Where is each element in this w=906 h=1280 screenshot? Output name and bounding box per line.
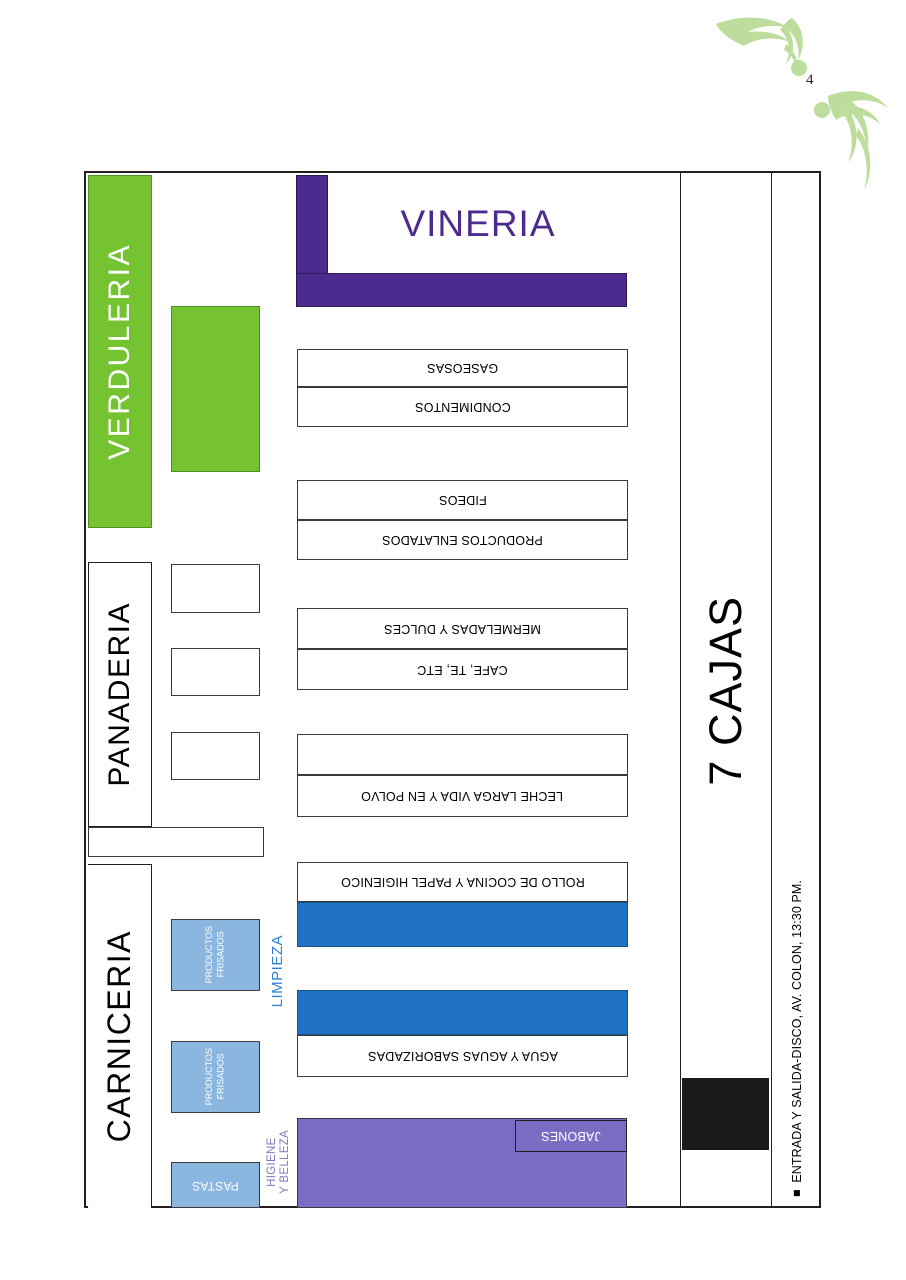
shelf-condimentos-label: CONDIMENTOS	[414, 400, 511, 414]
shelf-productos-enlatados[interactable]: PRODUCTOS ENLATADOS	[297, 520, 628, 560]
shelf-cafe-te[interactable]: CAFE, TE, ETC	[297, 649, 628, 690]
panaderia-box-1	[171, 564, 260, 613]
zone-vineria-label: VINERIA	[400, 203, 556, 244]
limpieza-bar-top	[297, 902, 628, 947]
caption-entrada-salida-label: ■ ENTRADA Y SALIDA-DISCO, AV. COLON, 13:…	[789, 879, 804, 1200]
divider-bar-panaderia-carniceria	[88, 827, 264, 857]
entrance-marker-block	[682, 1078, 769, 1150]
limpieza-bar-bottom	[297, 990, 628, 1035]
shelf-empty[interactable]	[297, 734, 628, 775]
zone-panaderia-label: PANADERIA	[103, 602, 136, 787]
zone-cajas-label: 7 CAJAS	[699, 595, 751, 786]
shelf-jabones-label: JABONES	[541, 1129, 601, 1143]
panaderia-box-2	[171, 648, 260, 696]
vineria-shelf-horizontal	[296, 273, 627, 307]
shelf-gaseosas[interactable]: GASEOSAS	[297, 349, 628, 387]
shelf-mermeladas[interactable]: MERMELADAS Y DULCES	[297, 608, 628, 649]
shelf-mermeladas-label: MERMELADAS Y DULCES	[384, 621, 541, 636]
caption-entrada-salida: ■ ENTRADA Y SALIDA-DISCO, AV. COLON, 13:…	[772, 175, 821, 1206]
zone-carniceria[interactable]: CARNICERIA	[88, 864, 152, 1208]
store-floor-plan: VERDULERIA VINERIA GASEOSAS CONDIMENTOS …	[84, 171, 821, 1208]
shelf-leche-label: LECHE LARGA VIDA Y EN POLVO	[361, 789, 564, 803]
shelf-cafe-te-label: CAFE, TE, ETC	[417, 662, 508, 677]
zone-verduleria[interactable]: VERDULERIA	[88, 175, 152, 528]
zone-limpieza: LIMPIEZA	[264, 891, 290, 1051]
box-pastas[interactable]: PASTAS	[171, 1162, 260, 1208]
zone-verduleria-label: VERDULERIA	[103, 243, 136, 460]
shelf-gaseosas-label: GASEOSAS	[426, 361, 499, 375]
shelf-leche[interactable]: LECHE LARGA VIDA Y EN POLVO	[297, 775, 628, 817]
shelf-rollo-cocina[interactable]: ROLLO DE COCINA Y PAPEL HIGIENICO	[297, 862, 628, 902]
shelf-agua[interactable]: AGUA Y AGUAS SABORIZADAS	[297, 1035, 628, 1077]
shelf-agua-label: AGUA Y AGUAS SABORIZADAS	[367, 1049, 558, 1063]
shelf-productos-enlatados-label: PRODUCTOS ENLATADOS	[382, 533, 543, 547]
zone-carniceria-label: CARNICERIA	[101, 930, 137, 1143]
shelf-condimentos[interactable]: CONDIMENTOS	[297, 387, 628, 427]
shelf-fideos-label: FIDEOS	[438, 493, 487, 507]
zone-cajas[interactable]: 7 CAJAS	[680, 175, 771, 1206]
verduleria-display-block	[171, 306, 260, 472]
zone-panaderia[interactable]: PANADERIA	[88, 562, 152, 827]
shelf-rollo-cocina-label: ROLLO DE COCINA Y PAPEL HIGIENICO	[340, 875, 585, 889]
shelf-jabones[interactable]: JABONES	[515, 1120, 627, 1152]
zone-limpieza-label: LIMPIEZA	[268, 934, 286, 1008]
column-divider-cajas	[680, 173, 681, 1206]
page-number: 4	[806, 72, 814, 88]
shelf-fideos[interactable]: FIDEOS	[297, 480, 628, 520]
zone-vineria: VINERIA	[328, 189, 628, 259]
box-pastas-label: PASTAS	[192, 1178, 239, 1193]
column-divider-entrada	[771, 173, 772, 1206]
panaderia-box-3	[171, 732, 260, 780]
decorative-leaf-ornament	[716, 17, 888, 190]
